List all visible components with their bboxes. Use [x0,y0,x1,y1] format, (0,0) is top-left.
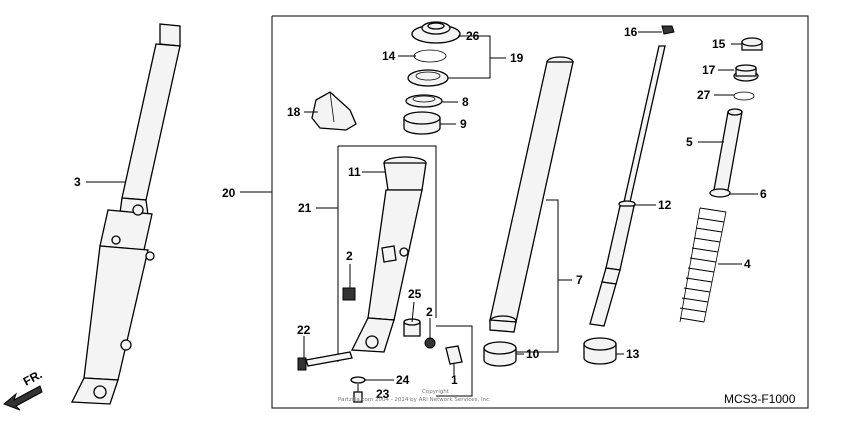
callout-13: 13 [626,347,640,361]
copyright-line-1: Copyright [422,389,450,395]
axle-pinch-bolt-22[interactable] [297,351,353,371]
spring-spacer-5[interactable] [713,108,743,191]
callout-17: 17 [702,63,716,77]
callout-3: 3 [74,175,81,189]
bolt-2-lower[interactable] [424,337,436,349]
fork-spring-4[interactable] [679,207,727,323]
callout-25: 25 [408,287,422,301]
frame-part-1 [436,325,473,397]
diagram-code: MCS3-F1000 [724,392,796,406]
damper-rod-12[interactable] [589,45,666,327]
callout-1: 1 [451,373,458,387]
callout-7: 7 [576,273,583,287]
backup-ring-8[interactable] [405,94,443,108]
callout-20: 20 [222,186,236,200]
callout-21: 21 [298,201,312,215]
bottom-case-frame-21 [338,145,437,318]
callout-14: 14 [382,49,396,63]
callout-8: 8 [462,95,469,109]
pin-1[interactable] [445,345,463,365]
callout-12: 12 [658,198,672,212]
callout-11: 11 [348,165,361,179]
spring-seat-6[interactable] [709,188,731,198]
leader-lines [86,31,758,392]
callout-26: 26 [466,29,480,43]
direction-label: FR. [21,367,45,388]
fork-pipe-7[interactable] [489,56,574,333]
callout-5: 5 [686,135,693,149]
assembly-frame-20 [271,15,809,409]
callout-6: 6 [760,187,767,201]
slider-bushing-9[interactable] [403,111,441,135]
callout-2-upper: 2 [346,249,353,263]
dust-seal-19[interactable] [407,69,449,87]
callout-19: 19 [510,51,524,65]
callout-16: 16 [624,25,638,39]
stopper-ring-14[interactable] [413,49,447,63]
pipe-bushing-10[interactable] [483,341,517,367]
callout-4: 4 [744,257,751,271]
fork-assembly-3[interactable] [70,23,181,405]
oil-seal-26[interactable] [411,21,461,44]
callout-23: 23 [376,387,390,401]
o-ring-27[interactable] [733,91,755,101]
callout-24: 24 [396,373,410,387]
fork-cap-15[interactable] [741,37,763,51]
callout-9: 9 [460,117,467,131]
bolt-2-upper[interactable] [342,287,356,301]
callout-2-lower: 2 [426,305,433,319]
callout-labels: 3 20 21 18 14 26 19 8 9 11 2 25 2 22 24 … [74,25,767,401]
rod-bushing-13[interactable] [583,337,617,365]
fork-guard-18[interactable] [311,91,357,131]
callout-27: 27 [697,88,711,102]
callout-18: 18 [287,105,301,119]
callout-15: 15 [712,37,726,51]
drain-bolt-23[interactable] [353,391,363,403]
callout-22: 22 [297,323,311,337]
cap-bolt-17[interactable] [733,64,759,82]
fork-slider-11[interactable] [350,156,427,353]
front-direction-arrow: FR. [3,367,45,411]
callout-10: 10 [526,347,540,361]
washer-24[interactable] [350,376,366,384]
copyright-line-2: Partzilla.com 2004 - 2014 by ARI Network… [338,397,491,403]
lock-nut-16[interactable] [661,25,675,35]
